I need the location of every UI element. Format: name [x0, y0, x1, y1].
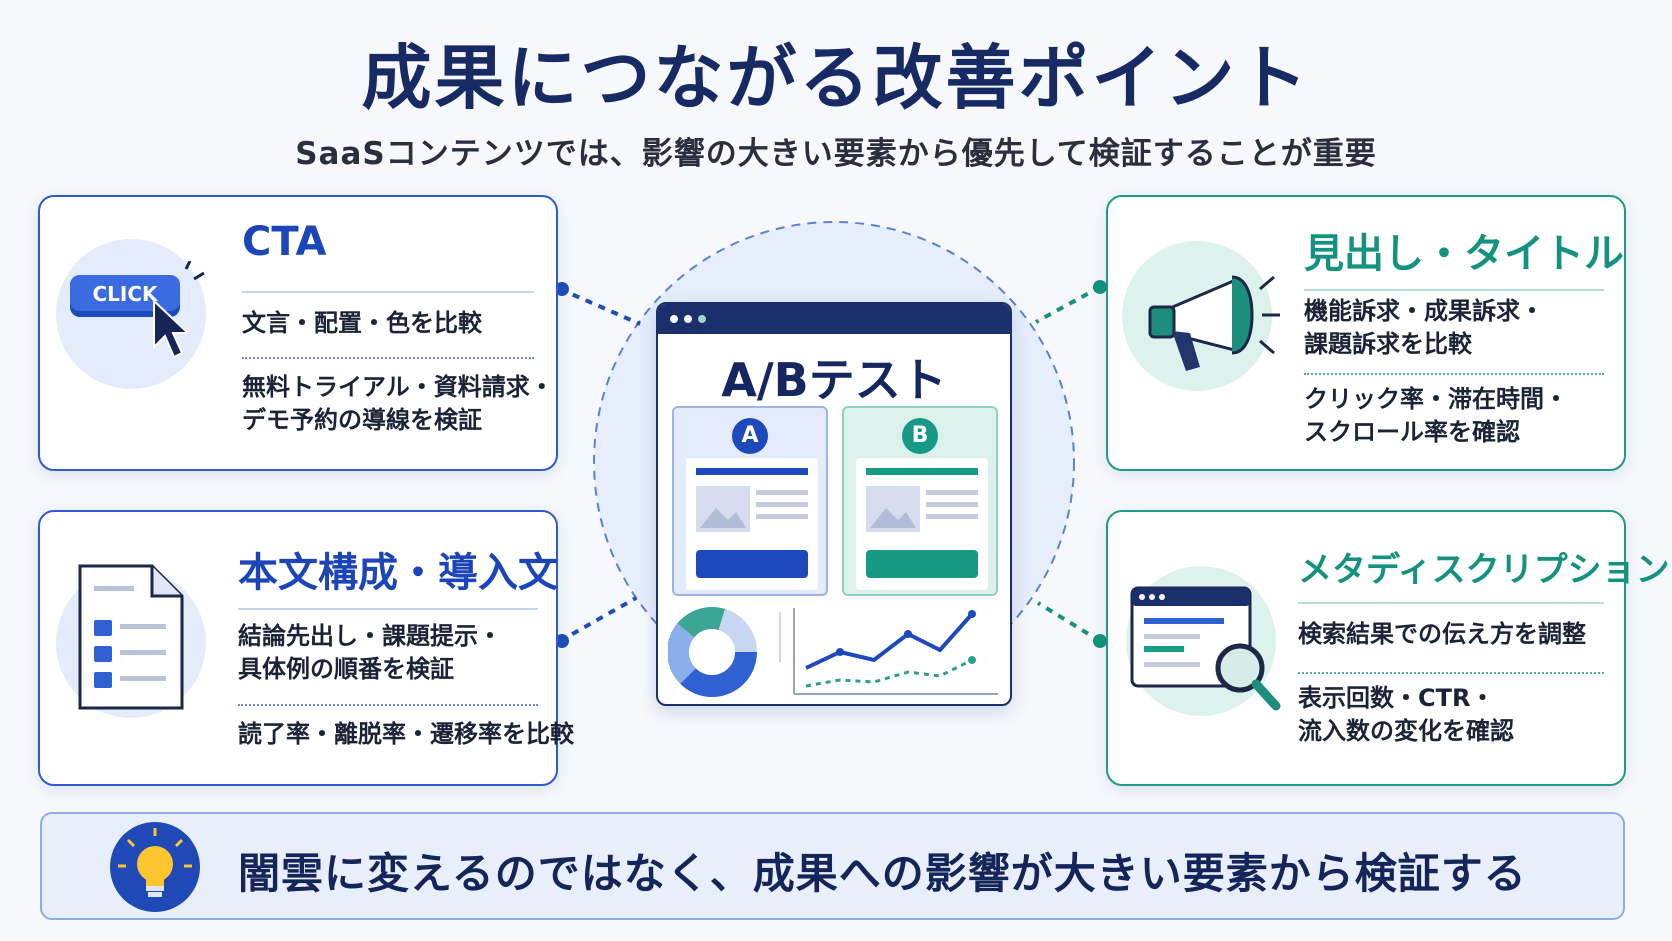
variant-a-panel: A	[672, 406, 828, 596]
heading-title: 見出し・タイトル	[1304, 231, 1624, 277]
connector-dot-body	[555, 634, 569, 648]
card-heading: 見出し・タイトル 機能訴求・成果訴求・ 課題訴求を比較 クリック率・滞在時間・ …	[1106, 195, 1626, 471]
heading-dots	[1304, 373, 1604, 375]
meta-dots	[1298, 672, 1604, 674]
body-rule	[238, 608, 538, 610]
cta-dots	[242, 357, 534, 359]
variant-b-badge: B	[902, 418, 938, 454]
meta-line1: 検索結果での伝え方を調整	[1298, 620, 1586, 648]
meta-line2a: 表示回数・CTR・	[1298, 684, 1495, 712]
lightbulb-circle	[110, 822, 200, 912]
cta-rule	[242, 291, 534, 293]
cta-line1: 文言・配置・色を比較	[242, 309, 482, 337]
cta-line2a: 無料トライアル・資料請求・	[242, 373, 554, 401]
click-label: CLICK	[92, 282, 159, 306]
window-dots-icon	[670, 315, 706, 323]
variant-a-mock-icon	[686, 458, 818, 590]
variant-b-mock-icon	[856, 458, 988, 590]
heading-rule	[1304, 289, 1604, 291]
heading-line1b: 課題訴求を比較	[1304, 330, 1472, 358]
connector-cta	[559, 287, 641, 326]
cta-line2b: デモ予約の導線を検証	[242, 406, 482, 434]
card-meta: メタディスクリプション 検索結果での伝え方を調整 表示回数・CTR・ 流入数の変…	[1106, 510, 1670, 786]
connector-meta	[1036, 601, 1102, 643]
heading-line1a: 機能訴求・成果訴求・	[1304, 297, 1544, 325]
page-title: 成果につながる改善ポイント	[361, 37, 1311, 119]
body-line1b: 具体例の順番を検証	[238, 655, 454, 683]
connector-body	[559, 596, 637, 643]
bottom-message: 闇雲に変えるのではなく、成果への影響が大きい要素から検証する	[238, 849, 1527, 898]
connector-dot-cta	[555, 282, 569, 296]
page-subtitle: SaaSコンテンツでは、影響の大きい要素から優先して検証することが重要	[295, 136, 1377, 172]
meta-line2b: 流入数の変化を確認	[1298, 717, 1514, 745]
cursor-click-icon: CLICK	[70, 261, 205, 359]
body-title: 本文構成・導入文	[238, 550, 558, 596]
window-titlebar	[658, 304, 1010, 334]
connector-heading	[1035, 285, 1101, 324]
connector-dot-heading	[1093, 280, 1107, 294]
card-body: 本文構成・導入文 結論先出し・課題提示・ 具体例の順番を検証 読了率・離脱率・遷…	[38, 510, 574, 786]
meta-title: メタディスクリプション	[1298, 550, 1670, 590]
bottom-message-bar: 闇雲に変えるのではなく、成果への影響が大きい要素から検証する	[40, 812, 1625, 920]
ab-test-window: A/Bテスト A B	[656, 302, 1012, 706]
document-icon	[78, 564, 184, 710]
search-window-icon	[1130, 586, 1281, 711]
connector-dot-meta	[1093, 634, 1107, 648]
meta-rule	[1298, 602, 1604, 604]
heading-line2a: クリック率・滞在時間・	[1304, 385, 1568, 413]
variant-b-panel: B	[842, 406, 998, 596]
card-cta: CLICK CTA 文言・配置・色を比較 無料トライアル・資料請求・ デモ予約の…	[38, 195, 558, 471]
analytics-decoration-icon	[668, 607, 998, 697]
body-line1a: 結論先出し・課題提示・	[238, 622, 502, 650]
cta-title: CTA	[242, 219, 327, 265]
megaphone-icon	[1148, 275, 1280, 371]
ab-test-title: A/Bテスト	[721, 353, 947, 407]
body-line2: 読了率・離脱率・遷移率を比較	[238, 720, 574, 748]
body-dots	[238, 704, 538, 706]
lightbulb-icon	[118, 828, 192, 897]
heading-line2b: スクロール率を確認	[1304, 418, 1520, 446]
variant-a-badge: A	[732, 418, 768, 454]
